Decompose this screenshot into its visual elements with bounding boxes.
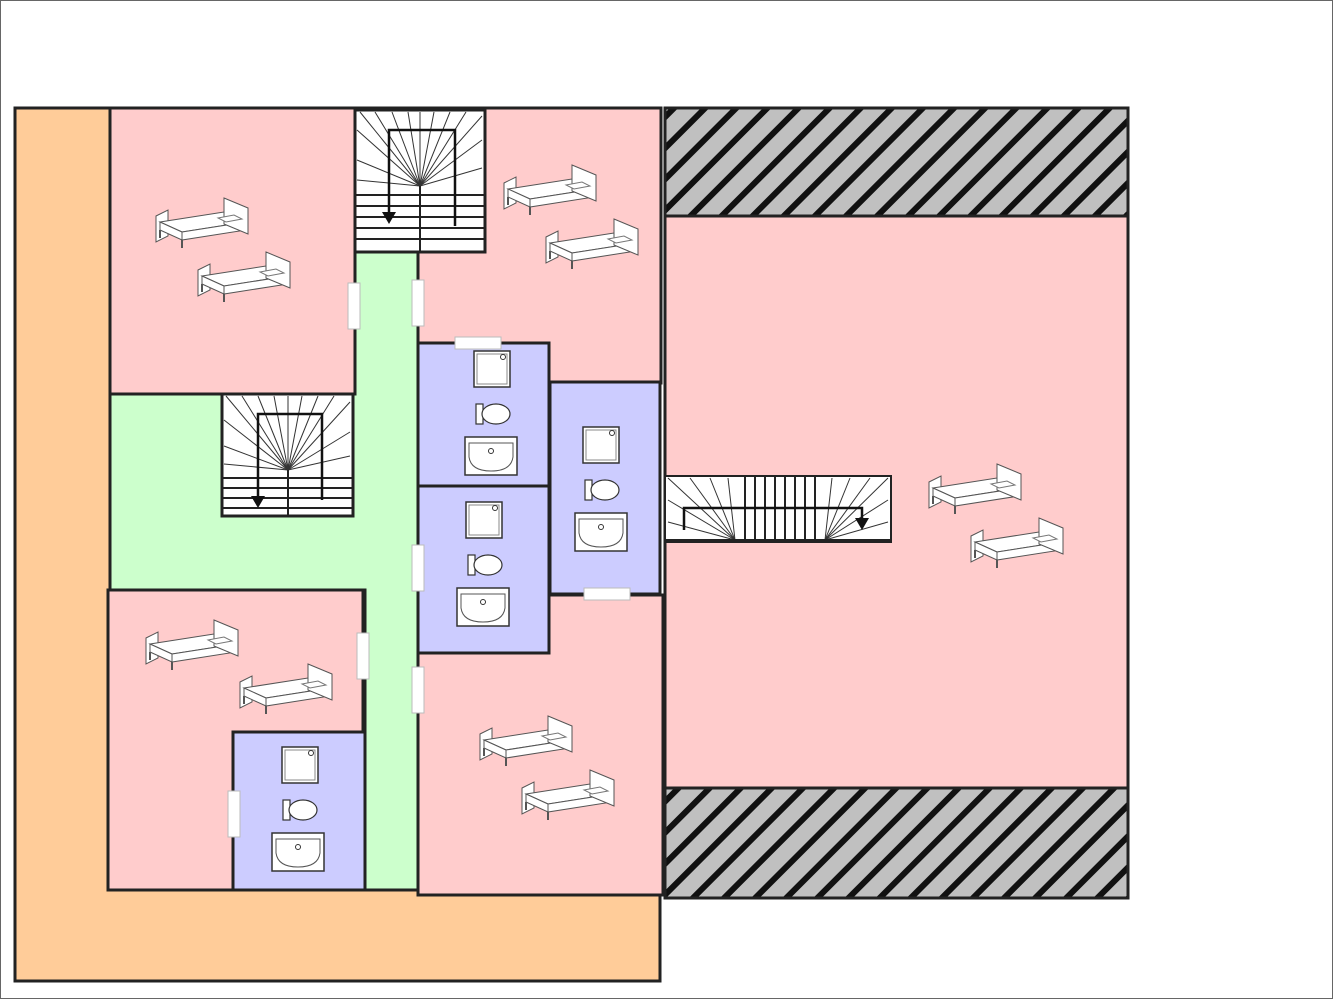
door-bedroom-north-center[interactable] <box>411 279 425 327</box>
toilet-icon <box>584 479 620 501</box>
toilet-icon <box>282 799 318 821</box>
shower-icon <box>281 746 319 784</box>
door-bathroom-1[interactable] <box>454 336 502 350</box>
sink-icon <box>464 436 518 476</box>
shower-icon <box>582 426 620 464</box>
shower-icon <box>473 350 511 388</box>
door-bedroom-northwest[interactable] <box>347 282 361 330</box>
door-bathroom-4[interactable] <box>227 790 241 838</box>
hatched-area-south <box>663 786 1130 900</box>
staircase-west <box>220 392 355 518</box>
hatched-area-north <box>663 106 1130 218</box>
shower-icon <box>465 501 503 539</box>
door-bathroom-3[interactable] <box>583 587 631 601</box>
staircase-east <box>664 475 892 543</box>
toilet-icon <box>467 554 503 576</box>
sink-icon <box>271 832 325 872</box>
bedroom-northwest <box>108 106 357 396</box>
sink-icon <box>574 512 628 552</box>
door-bedroom-southwest[interactable] <box>356 632 370 680</box>
door-bathroom-2[interactable] <box>411 544 425 592</box>
sink-icon <box>456 587 510 627</box>
staircase-north <box>353 108 487 254</box>
door-bedroom-south-center[interactable] <box>411 666 425 714</box>
toilet-icon <box>475 403 511 425</box>
